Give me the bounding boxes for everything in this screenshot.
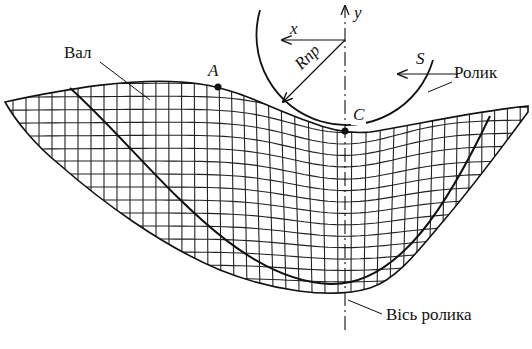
grid-line [129,60,130,308]
grid-line [442,60,446,308]
grid-line [468,60,470,308]
grid-line [364,60,367,308]
grid-line [403,60,409,308]
axis-label: x [288,20,300,39]
point-label: C [351,106,366,125]
grid-line [0,239,528,248]
radius-label: Rпр [290,40,325,75]
grid-line [293,60,299,308]
grid-line [481,60,482,308]
grid-line [390,60,396,308]
grid-line [168,60,169,308]
grid-line [51,60,52,308]
shaft-outline [5,81,528,293]
radius-arrow [283,40,345,102]
grid-line [116,60,117,308]
grid-line [351,60,352,308]
grid-line [506,60,508,308]
leader-line [348,300,382,314]
grid-line [255,60,260,308]
grid-line [12,60,13,308]
point-a [215,84,222,91]
grid-line [0,60,1,308]
grid-line [142,60,143,308]
grid-line [337,60,338,308]
grid-line [0,291,528,293]
part-name: Вал [62,44,94,63]
grid-line [207,60,208,308]
grid-line [0,278,528,282]
leader-line [428,82,452,92]
part-name: Ролик [452,64,499,83]
grid-line [103,60,104,308]
grid-line [0,226,528,236]
grid-line [90,60,91,308]
grid-line [231,60,234,308]
axis-label: y [352,4,364,23]
grid-line [0,200,528,213]
grid-line [493,60,495,308]
leader-line [100,62,150,100]
grid-line [322,60,325,308]
grid-line [429,60,434,308]
axis-name: Вісь ролика [384,306,474,325]
roller-axis [344,6,345,330]
grid-line [0,252,528,259]
grid-line [268,60,274,308]
grid-line [64,60,65,308]
feed-arrow [398,73,458,74]
feed-label: S [414,50,427,69]
grid-line [0,120,528,144]
x-axis-arrow [282,39,345,40]
point-label: A [206,62,220,81]
grid-line [194,60,196,308]
grid-line [0,133,528,155]
grid-line [38,60,39,308]
grid-line [519,60,520,308]
flow-curve [70,88,490,284]
grid-line [307,60,312,308]
grid-line [155,60,156,308]
grid-line [181,60,182,308]
deformation-grid [0,60,528,308]
grid-line [416,60,422,308]
grid-line [77,60,78,308]
point-c [342,128,349,135]
